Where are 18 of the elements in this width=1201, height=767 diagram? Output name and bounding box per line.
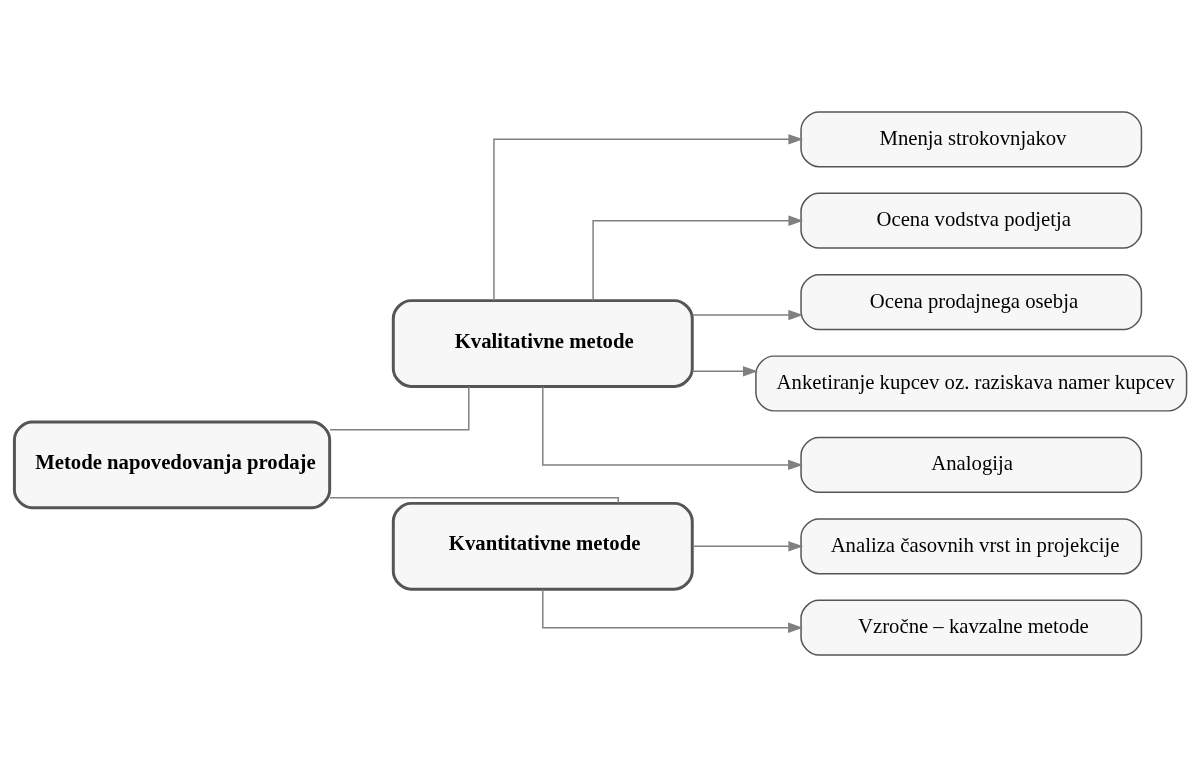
node-box: Analogija bbox=[800, 436, 1143, 493]
arrow bbox=[691, 541, 804, 552]
arrow bbox=[542, 385, 803, 471]
arrow bbox=[691, 309, 804, 321]
node-box: Kvantitativne metode bbox=[391, 501, 694, 591]
connector bbox=[329, 385, 470, 431]
node-box: Anketiranje kupcev oz. raziskava namer kupcev bbox=[755, 355, 1188, 412]
node-box: Kvalitativne metode bbox=[391, 299, 694, 388]
arrow bbox=[542, 588, 803, 633]
node-box: Vzročne – kavzalne metode bbox=[800, 599, 1143, 656]
node-box: Metode napovedovanja prodaje bbox=[12, 420, 332, 510]
node-box: Ocena vodstva podjetja bbox=[800, 192, 1143, 249]
node-box: Analiza časovnih vrst in projekcije bbox=[800, 518, 1143, 575]
arrow bbox=[493, 134, 804, 301]
node-box: Mnenja strokovnjakov bbox=[800, 111, 1143, 168]
node-box: Ocena prodajnega osebja bbox=[800, 274, 1143, 331]
arrow bbox=[592, 215, 804, 302]
arrow bbox=[691, 366, 758, 377]
